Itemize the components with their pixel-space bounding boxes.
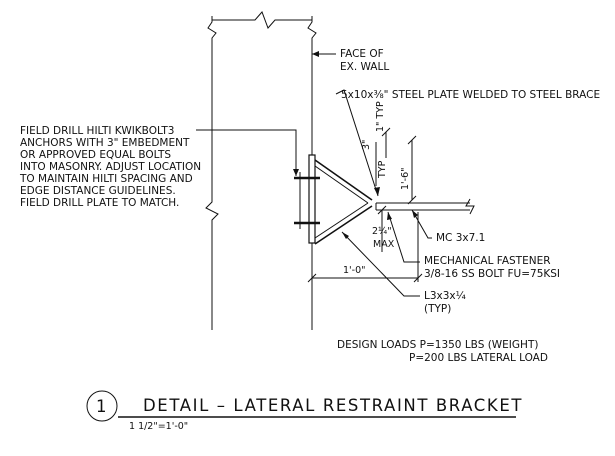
leader-fastener <box>387 211 420 263</box>
anchors-line-1: FIELD DRILL HILTI KWIKBOLT3 <box>20 125 174 137</box>
anchors-line-2: ANCHORS WITH 3" EMBEDMENT <box>20 137 190 149</box>
anchors-line-5: TO MAINTAIN HILTI SPACING AND <box>19 173 193 185</box>
leader-face-of-wall <box>312 51 336 57</box>
anchor-bolt-bottom <box>294 217 320 229</box>
anchors-line-6: EDGE DISTANCE GUIDELINES. <box>20 185 176 197</box>
dimension-two-quarter: 2¼" MAX <box>372 205 395 252</box>
dim-one-typ-label: 1" TYP <box>375 101 386 132</box>
steel-plate <box>308 154 316 244</box>
face-of-wall-line-2: EX. WALL <box>340 61 389 73</box>
dim-typ-label: TYP <box>377 160 388 179</box>
dim-three-label: 3" <box>361 140 372 150</box>
dim-two-quarter-label: 2¼" <box>372 226 392 237</box>
anchors-line-4: INTO MASONRY. ADJUST LOCATION <box>20 161 201 173</box>
note-channel: MC 3x7.1 <box>436 232 485 244</box>
detail-number-bubble <box>86 390 118 422</box>
detail-title-block: 1 DETAIL – LATERAL RESTRAINT BRACKET 1 1… <box>86 390 523 432</box>
design-loads-line-2: P=200 LBS LATERAL LOAD <box>409 352 548 364</box>
anchors-line-7: FIELD DRILL PLATE TO MATCH. <box>20 197 179 209</box>
dimension-three-typ: 3" TYP <box>361 140 388 186</box>
fastener-line-1: MECHANICAL FASTENER <box>424 255 551 267</box>
dimension-one-zero: 1'-0" <box>307 212 423 283</box>
dim-one-zero-label: 1'-0" <box>343 265 366 276</box>
angle-line-2: (TYP) <box>424 303 451 315</box>
detail-number: 1 <box>96 397 108 416</box>
note-fastener: MECHANICAL FASTENER 3/8-16 SS BOLT FU=75… <box>424 255 560 280</box>
fastener-line-2: 3/8-16 SS BOLT FU=75KSI <box>424 268 560 280</box>
dim-max-label: MAX <box>373 239 395 250</box>
detail-scale: 1 1/2"=1'-0" <box>129 421 188 432</box>
angle-brace-lower <box>314 202 373 245</box>
anchors-line-3: OR APPROVED EQUAL BOLTS <box>20 149 171 161</box>
dimension-one-six: 1'-6" <box>400 135 417 205</box>
note-face-of-wall: FACE OF EX. WALL <box>340 48 389 73</box>
face-of-wall-line-1: FACE OF <box>340 48 384 60</box>
leader-plate <box>335 89 380 197</box>
note-angle: L3x3x¼ (TYP) <box>424 290 466 315</box>
note-anchors: FIELD DRILL HILTI KWIKBOLT3 ANCHORS WITH… <box>19 125 201 209</box>
leader-channel <box>411 209 432 239</box>
existing-wall <box>205 11 317 330</box>
dimension-one-typ: 1" TYP <box>375 101 391 158</box>
angle-line-1: L3x3x¼ <box>424 290 466 302</box>
angle-brace-upper <box>314 159 373 204</box>
note-steel-plate: 5x10x⅜" STEEL PLATE WELDED TO STEEL BRAC… <box>341 89 600 101</box>
anchor-bolt-top <box>294 172 320 184</box>
design-loads-line-1: DESIGN LOADS P=1350 LBS (WEIGHT) <box>337 339 538 351</box>
note-design-loads: DESIGN LOADS P=1350 LBS (WEIGHT) P=200 L… <box>337 339 548 364</box>
leader-angle <box>341 231 420 297</box>
mc-channel <box>375 198 475 215</box>
leader-anchors <box>196 129 299 176</box>
detail-title: DETAIL – LATERAL RESTRAINT BRACKET <box>143 396 523 415</box>
dim-one-six-label: 1'-6" <box>400 168 411 191</box>
